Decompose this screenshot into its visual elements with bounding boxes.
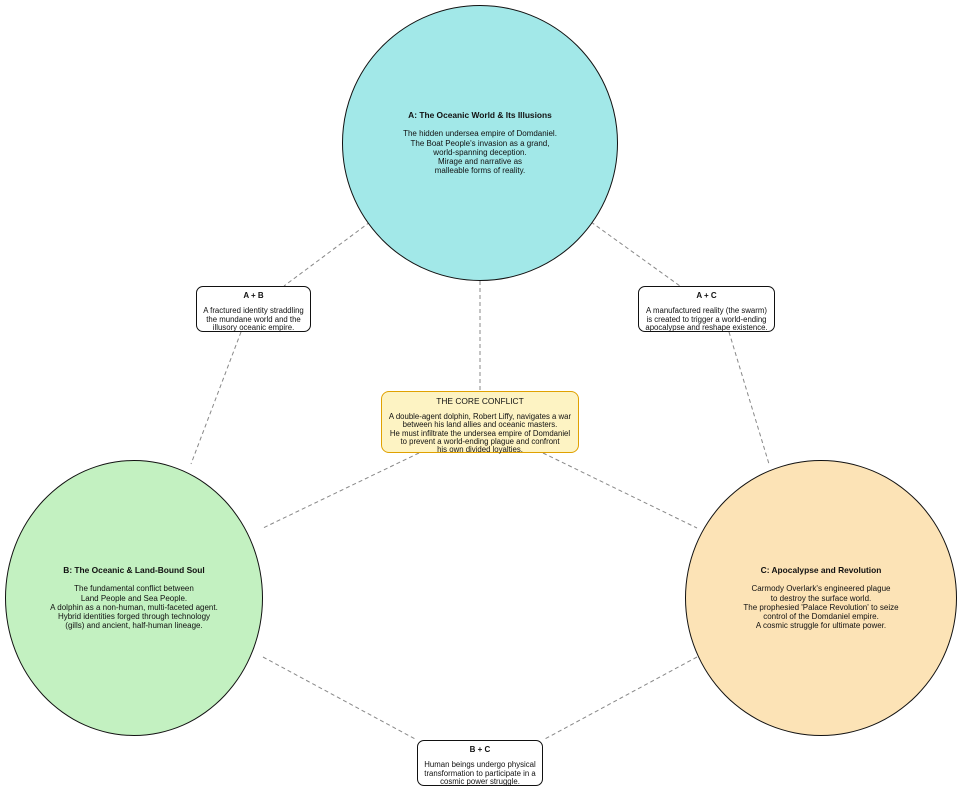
- intersection-ab-title: A + B: [243, 291, 264, 300]
- connector-ac-c: [728, 331, 770, 465]
- intersection-ac-box: A + C A manufactured reality (the swarm)…: [638, 286, 775, 332]
- circle-b-line: Land People and Sea People.: [80, 593, 188, 603]
- core-conflict-line: between his land allies and oceanic mast…: [402, 420, 558, 430]
- circle-c-title: C: Apocalypse and Revolution: [760, 565, 882, 576]
- core-conflict-line: to prevent a world-ending plague and con…: [400, 436, 560, 446]
- intersection-ab-description: A fractured identity straddling the mund…: [197, 306, 310, 333]
- connector-core-b: [262, 452, 420, 529]
- circle-b-title: B: The Oceanic & Land-Bound Soul: [63, 565, 205, 576]
- circle-c-line: A cosmic struggle for ultimate power.: [755, 621, 887, 631]
- connector-c-bc: [542, 656, 698, 741]
- circle-a-title: A: The Oceanic World & Its Illusions: [408, 110, 552, 121]
- connector-b-bc: [262, 656, 418, 741]
- circle-c-line: Carmody Overlark's engineered plague: [751, 584, 891, 594]
- intersection-bc-title: B + C: [469, 745, 491, 754]
- intersection-bc-line: Human beings undergo physical: [424, 760, 536, 769]
- intersection-ac-line: apocalypse and reshape existence.: [645, 323, 768, 333]
- circle-b-land-bound-soul: B: The Oceanic & Land-Bound Soul The fun…: [5, 460, 263, 736]
- circle-c-line: The prophesied 'Palace Revolution' to se…: [743, 602, 899, 612]
- intersection-ab-line: the mundane world and the: [206, 314, 301, 324]
- intersection-ac-title: A + C: [696, 291, 717, 300]
- intersection-bc-line: cosmic power struggle.: [440, 777, 520, 787]
- intersection-ab-box: A + B A fractured identity straddling th…: [196, 286, 311, 332]
- circle-c-description: Carmody Overlark's engineered plague to …: [743, 584, 898, 630]
- connector-ab-b: [190, 331, 242, 465]
- core-conflict-line: his own divided loyalties.: [437, 445, 523, 455]
- connector-a-ac: [590, 221, 681, 287]
- intersection-ab-line: illusory oceanic empire.: [212, 323, 295, 333]
- circle-a-line: Mirage and narrative as: [437, 157, 523, 167]
- circle-b-line: The fundamental conflict between: [74, 584, 194, 594]
- circle-c-apocalypse: C: Apocalypse and Revolution Carmody Ove…: [685, 460, 957, 736]
- circle-a-description: The hidden undersea empire of Domdaniel.…: [403, 129, 557, 175]
- core-conflict-title: THE CORE CONFLICT: [436, 396, 524, 406]
- circle-a-oceanic-world: A: The Oceanic World & Its Illusions The…: [342, 5, 618, 281]
- circle-b-line: A dolphin as a non-human, multi-faceted …: [50, 602, 218, 612]
- circle-b-line: Hybrid identities forged through technol…: [57, 612, 211, 622]
- intersection-ab-line: A fractured identity straddling: [203, 306, 304, 315]
- intersection-bc-box: B + C Human beings undergo physical tran…: [417, 740, 543, 786]
- core-conflict-description: A double-agent dolphin, Robert Liffy, na…: [382, 412, 578, 455]
- intersection-bc-line: transformation to participate in a: [424, 768, 536, 778]
- connector-core-c: [542, 452, 698, 529]
- circle-a-line: world-spanning deception.: [433, 147, 527, 157]
- intersection-ac-line: is created to trigger a world-ending: [646, 314, 767, 324]
- circle-c-line: control of the Domdaniel empire.: [763, 612, 879, 622]
- circle-a-line: malleable forms of reality.: [434, 166, 526, 176]
- core-conflict-line: He must infiltrate the undersea empire o…: [389, 428, 571, 438]
- core-conflict-box: THE CORE CONFLICT A double-agent dolphin…: [381, 391, 579, 455]
- intersection-ac-description: A manufactured reality (the swarm) is cr…: [639, 306, 774, 333]
- circle-a-line: The hidden undersea empire of Domdaniel.: [403, 129, 557, 139]
- connector-a-ab: [283, 221, 371, 287]
- circle-a-line: The Boat People's invasion as a grand,: [410, 138, 550, 148]
- circle-b-description: The fundamental conflict between Land Pe…: [50, 584, 218, 630]
- core-conflict-line: A double-agent dolphin, Robert Liffy, na…: [388, 412, 572, 421]
- intersection-ac-line: A manufactured reality (the swarm): [646, 306, 767, 315]
- circle-b-line: (gills) and ancient, half-human lineage.: [65, 621, 203, 631]
- intersection-bc-description: Human beings undergo physical transforma…: [418, 760, 542, 787]
- circle-c-line: to destroy the surface world.: [770, 593, 872, 603]
